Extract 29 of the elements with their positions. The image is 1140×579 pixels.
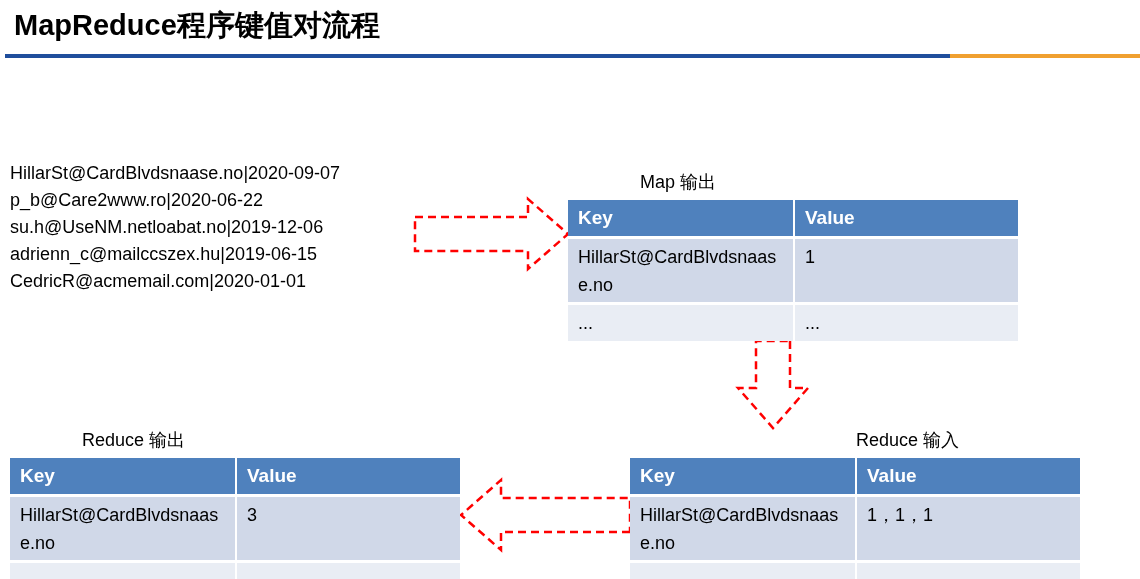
column-header: Key bbox=[10, 458, 235, 494]
table-cell: HillarSt@CardBlvdsnaase.no bbox=[10, 497, 235, 560]
key-value-table bbox=[10, 428, 461, 579]
column-header: Value bbox=[795, 200, 1018, 236]
table-cell: ... bbox=[795, 305, 1018, 341]
column-header: Value bbox=[857, 458, 1080, 494]
record-line: HillarSt@CardBlvdsnaase.no|2020-09-07 bbox=[10, 162, 342, 185]
table-cell: 1 bbox=[795, 239, 1018, 302]
table-heading: Reduce 输入 bbox=[855, 430, 959, 450]
table-heading: Reduce 输出 bbox=[82, 430, 186, 450]
table-heading: Map 输出 bbox=[640, 172, 717, 192]
key-value-table bbox=[568, 170, 1018, 341]
table-cell: 3 bbox=[237, 497, 460, 560]
table-cell: HillarSt@CardBlvdsnaase.no bbox=[568, 239, 793, 302]
table-cell: ... bbox=[568, 305, 793, 341]
record-line: su.h@UseNM.netloabat.no|2019-12-06 bbox=[10, 216, 325, 239]
key-value-table bbox=[630, 428, 1081, 579]
slide-title: MapReduce程序键值对流程 bbox=[14, 8, 380, 43]
block-arrow bbox=[413, 196, 570, 272]
record-line: adrienn_c@mailccszex.hu|2019-06-15 bbox=[10, 243, 319, 267]
column-header: Key bbox=[568, 200, 793, 236]
table-cell: HillarSt@CardBlvdsnaase.no bbox=[630, 497, 855, 560]
record-line: CedricR@acmemail.com|2020-01-01 bbox=[10, 270, 308, 293]
table-cell: 1，1，1 bbox=[857, 497, 1080, 560]
block-arrow bbox=[459, 477, 632, 553]
column-header: Value bbox=[237, 458, 460, 494]
block-arrow bbox=[735, 339, 811, 430]
column-header: Key bbox=[630, 458, 855, 494]
record-line: p_b@Care2www.ro|2020-06-22 bbox=[10, 189, 265, 213]
